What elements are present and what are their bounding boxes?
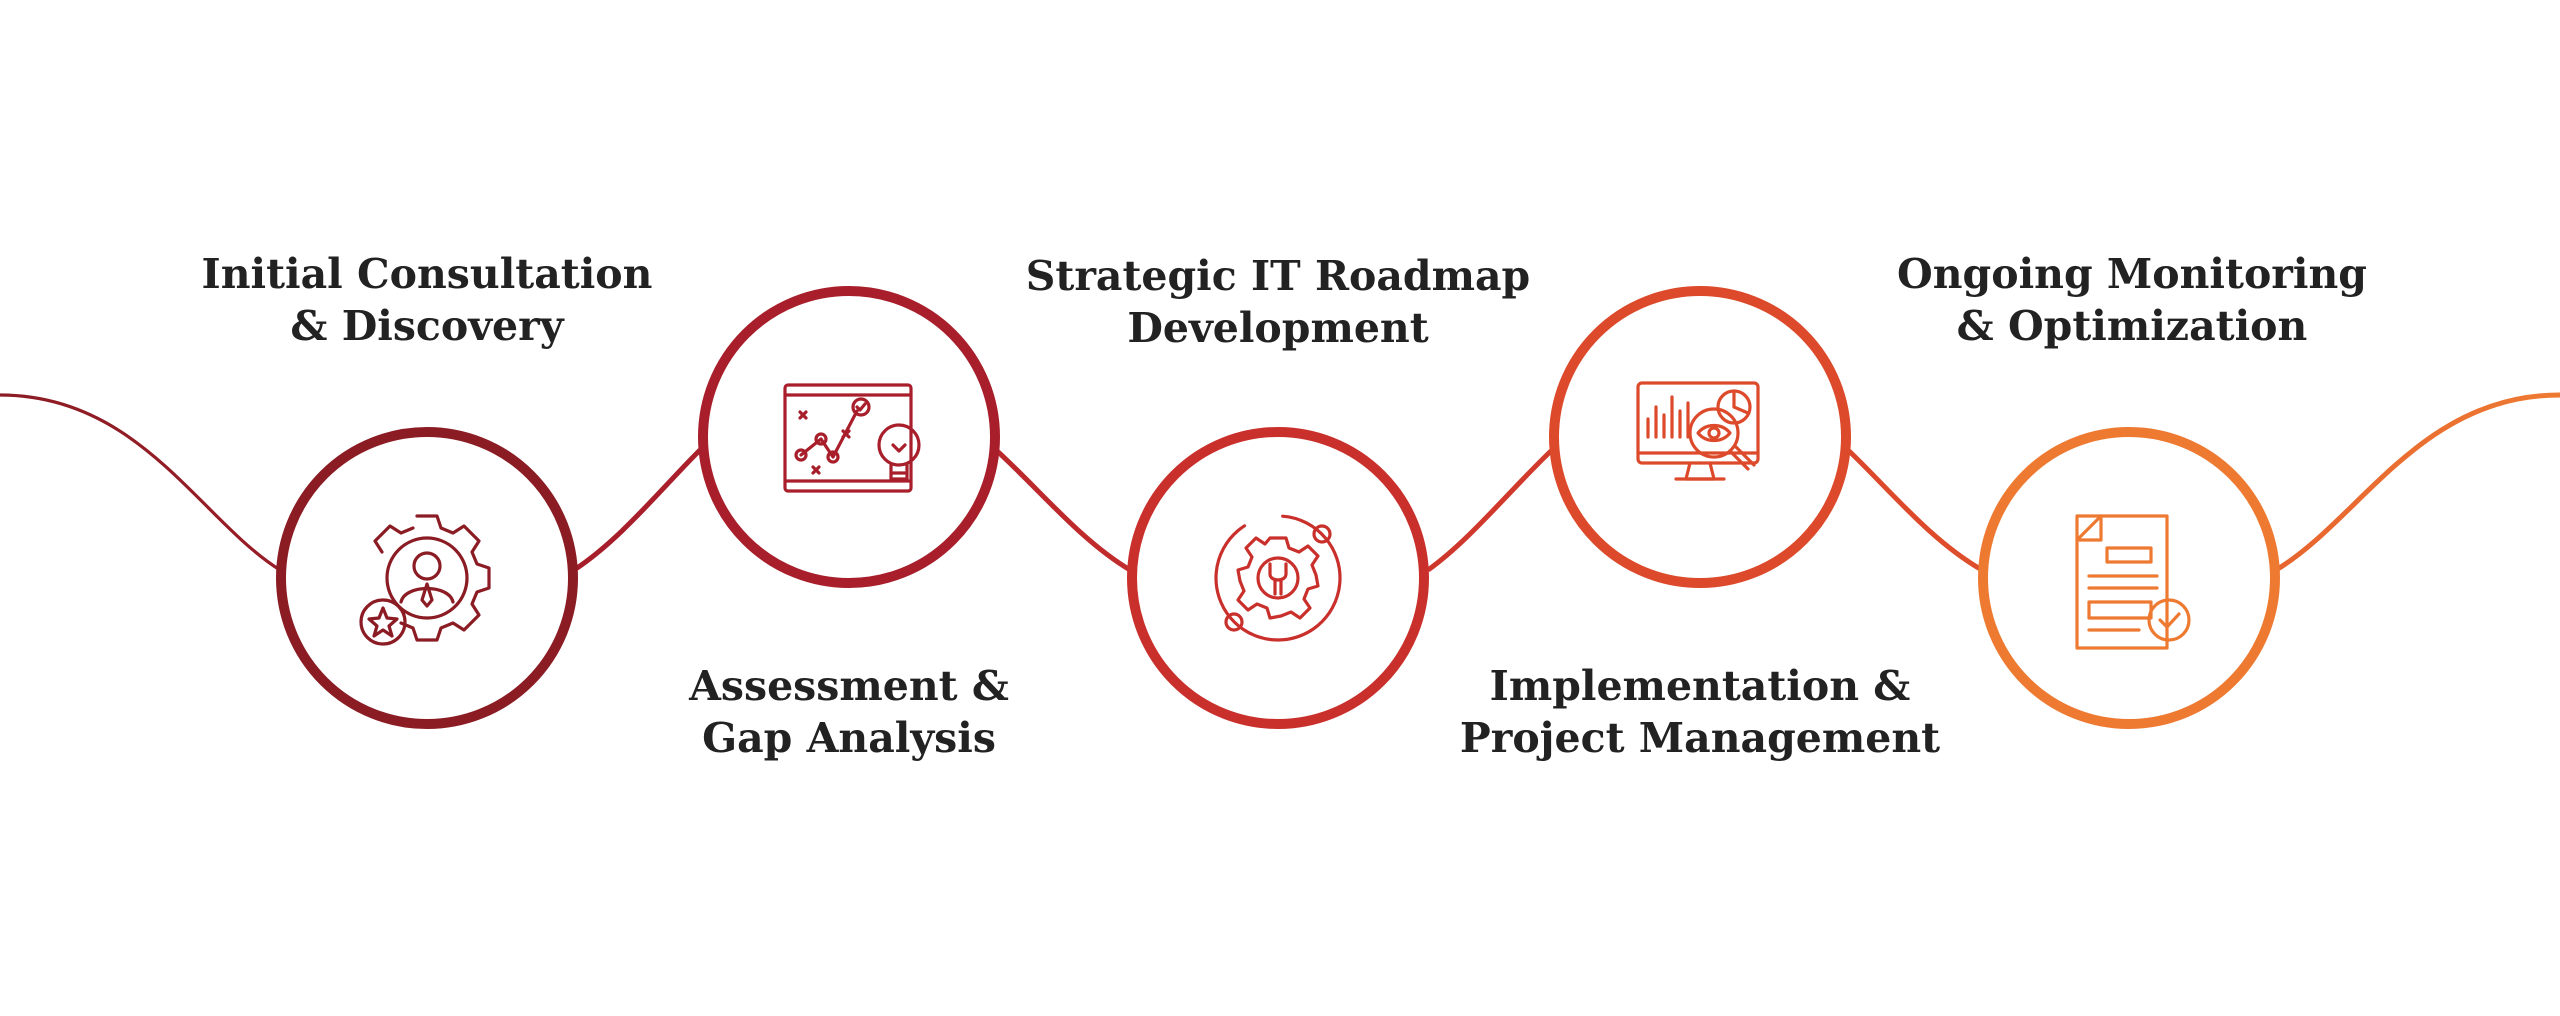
step-5-label: Ongoing Monitoring & Optimization (1862, 248, 2402, 352)
step-4-node (1549, 286, 1851, 588)
strategy-board-lightbulb-icon (783, 383, 921, 493)
step-2-label: Assessment & Gap Analysis (589, 660, 1109, 764)
connector-wave (0, 392, 2560, 573)
step-3-label-line-1: Strategic IT Roadmap (1025, 252, 1531, 300)
step-3-label: Strategic IT Roadmap Development (1008, 250, 1548, 354)
document-checkmark-icon (2075, 514, 2191, 650)
monitor-analytics-eye-icon (1636, 381, 1760, 481)
step-2-node (698, 286, 1000, 588)
step-5-label-line-2: & Optimization (1956, 302, 2308, 350)
step-5-label-line-1: Ongoing Monitoring (1897, 250, 2367, 298)
step-3-label-line-2: Development (1127, 304, 1429, 352)
gear-person-star-icon (359, 514, 491, 646)
gear-wrench-orbit-icon (1214, 514, 1342, 642)
step-1-label-line-1: Initial Consultation (201, 250, 653, 298)
step-5-node (1978, 427, 2280, 729)
step-1-label: Initial Consultation & Discovery (167, 248, 687, 352)
step-1-label-line-2: & Discovery (290, 302, 564, 350)
step-2-label-line-2: Gap Analysis (702, 714, 996, 762)
step-2-label-line-1: Assessment & (689, 662, 1009, 710)
step-4-label: Implementation & Project Management (1420, 660, 1980, 764)
step-3-node (1127, 427, 1429, 729)
step-4-label-line-1: Implementation & (1489, 662, 1911, 710)
step-4-label-line-2: Project Management (1459, 714, 1941, 762)
step-1-node (276, 427, 578, 729)
